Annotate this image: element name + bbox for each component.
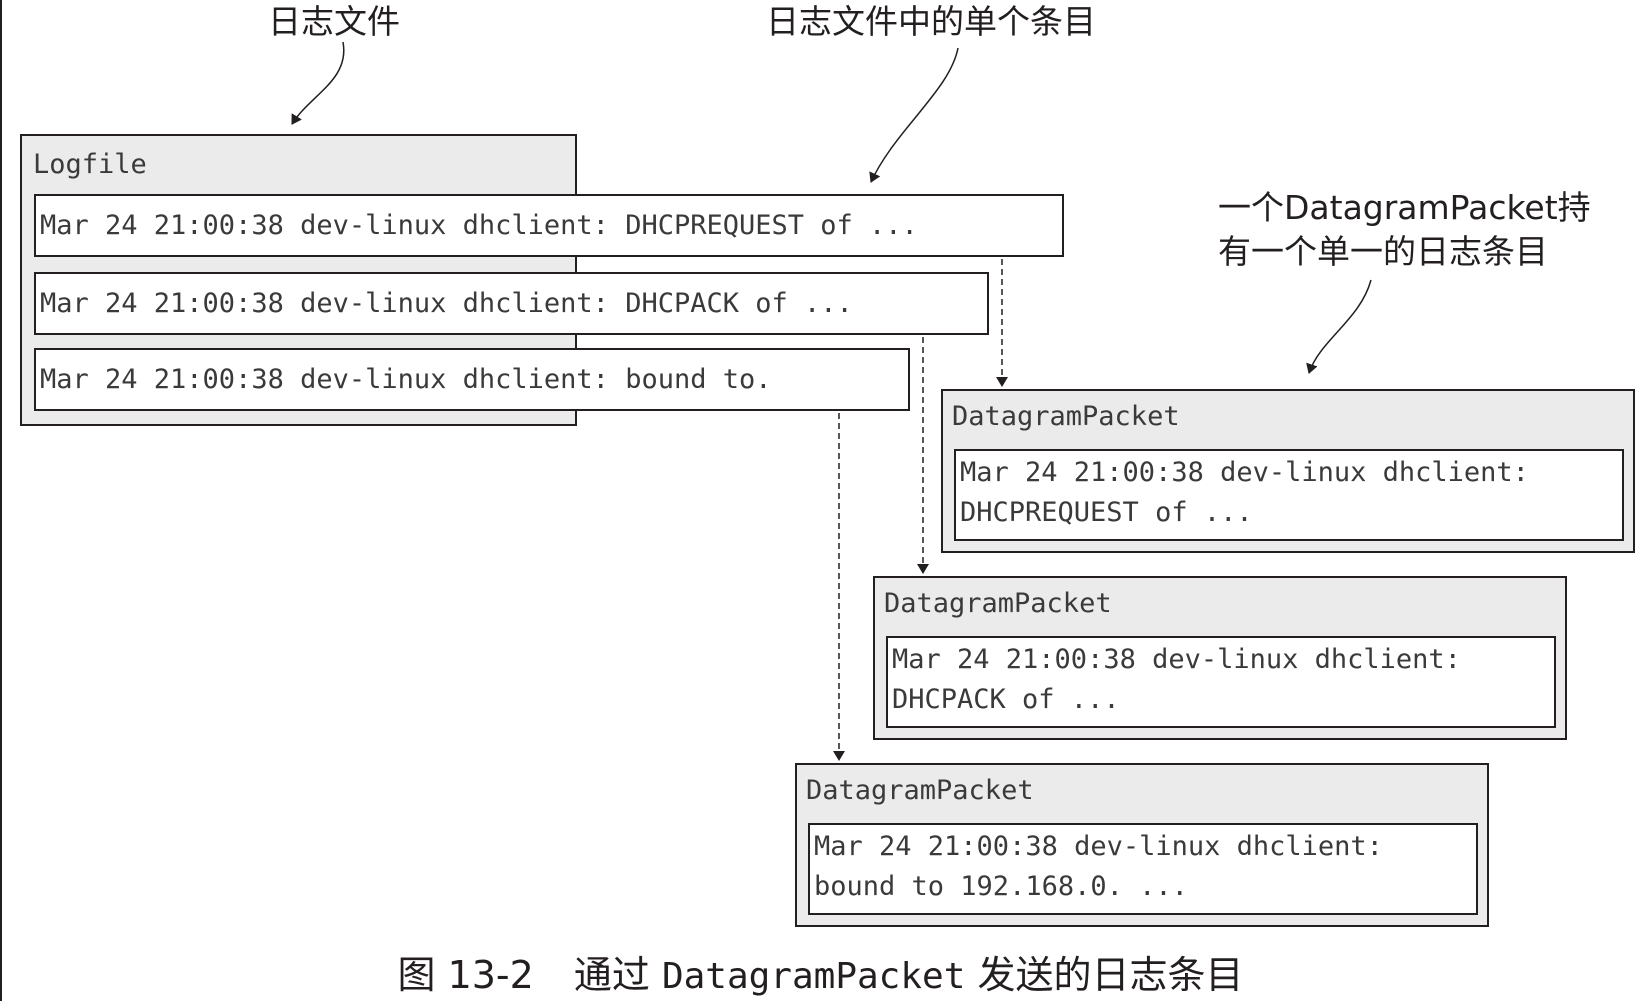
datagram-packet-2: DatagramPacket Mar 24 21:00:38 dev-linux… [873, 576, 1567, 740]
packet-callout-arrow [1306, 279, 1372, 374]
logfile-title: Logfile [33, 149, 147, 180]
packet-2-title: DatagramPacket [884, 588, 1112, 619]
packet-1-line1: Mar 24 21:00:38 dev-linux dhclient: [960, 457, 1529, 488]
packet-2-line1: Mar 24 21:00:38 dev-linux dhclient: [892, 644, 1461, 675]
caption-prefix: 通过 [573, 953, 650, 997]
packet-3-line2: bound to 192.168.0. ... [814, 871, 1188, 902]
callout-logfile: 日志文件 [268, 2, 400, 41]
caption-figure-number: 图 13-2 [397, 953, 534, 997]
log-entry-2: Mar 24 21:00:38 dev-linux dhclient: DHCP… [34, 272, 989, 335]
packet-2-line2: DHCPACK of ... [892, 684, 1120, 715]
callout-packet-line2: 有一个单一的日志条目 [1218, 232, 1548, 271]
packet-1-content: Mar 24 21:00:38 dev-linux dhclient: DHCP… [954, 449, 1624, 541]
figure-caption: 图 13-2 通过 DatagramPacket 发送的日志条目 [0, 952, 1641, 1000]
page-border [0, 0, 2, 1001]
log-entry-1: Mar 24 21:00:38 dev-linux dhclient: DHCP… [34, 194, 1064, 257]
caption-suffix: 发送的日志条目 [977, 953, 1244, 997]
log-entry-3: Mar 24 21:00:38 dev-linux dhclient: boun… [34, 348, 910, 411]
packet-3-title: DatagramPacket [806, 775, 1034, 806]
datagram-packet-1: DatagramPacket Mar 24 21:00:38 dev-linux… [941, 389, 1635, 553]
packet-3-line1: Mar 24 21:00:38 dev-linux dhclient: [814, 831, 1383, 862]
packet-3-content: Mar 24 21:00:38 dev-linux dhclient: boun… [808, 823, 1478, 915]
packet-1-line2: DHCPREQUEST of ... [960, 497, 1253, 528]
callout-single-entry: 日志文件中的单个条目 [766, 2, 1096, 41]
datagram-packet-3: DatagramPacket Mar 24 21:00:38 dev-linux… [795, 763, 1489, 927]
entry-callout-arrow [869, 47, 959, 183]
callout-packet-line1: 一个DatagramPacket持 [1218, 188, 1591, 227]
logfile-callout-arrow [291, 41, 345, 125]
packet-1-title: DatagramPacket [952, 401, 1180, 432]
caption-code: DatagramPacket [661, 956, 966, 997]
packet-2-content: Mar 24 21:00:38 dev-linux dhclient: DHCP… [886, 636, 1556, 728]
